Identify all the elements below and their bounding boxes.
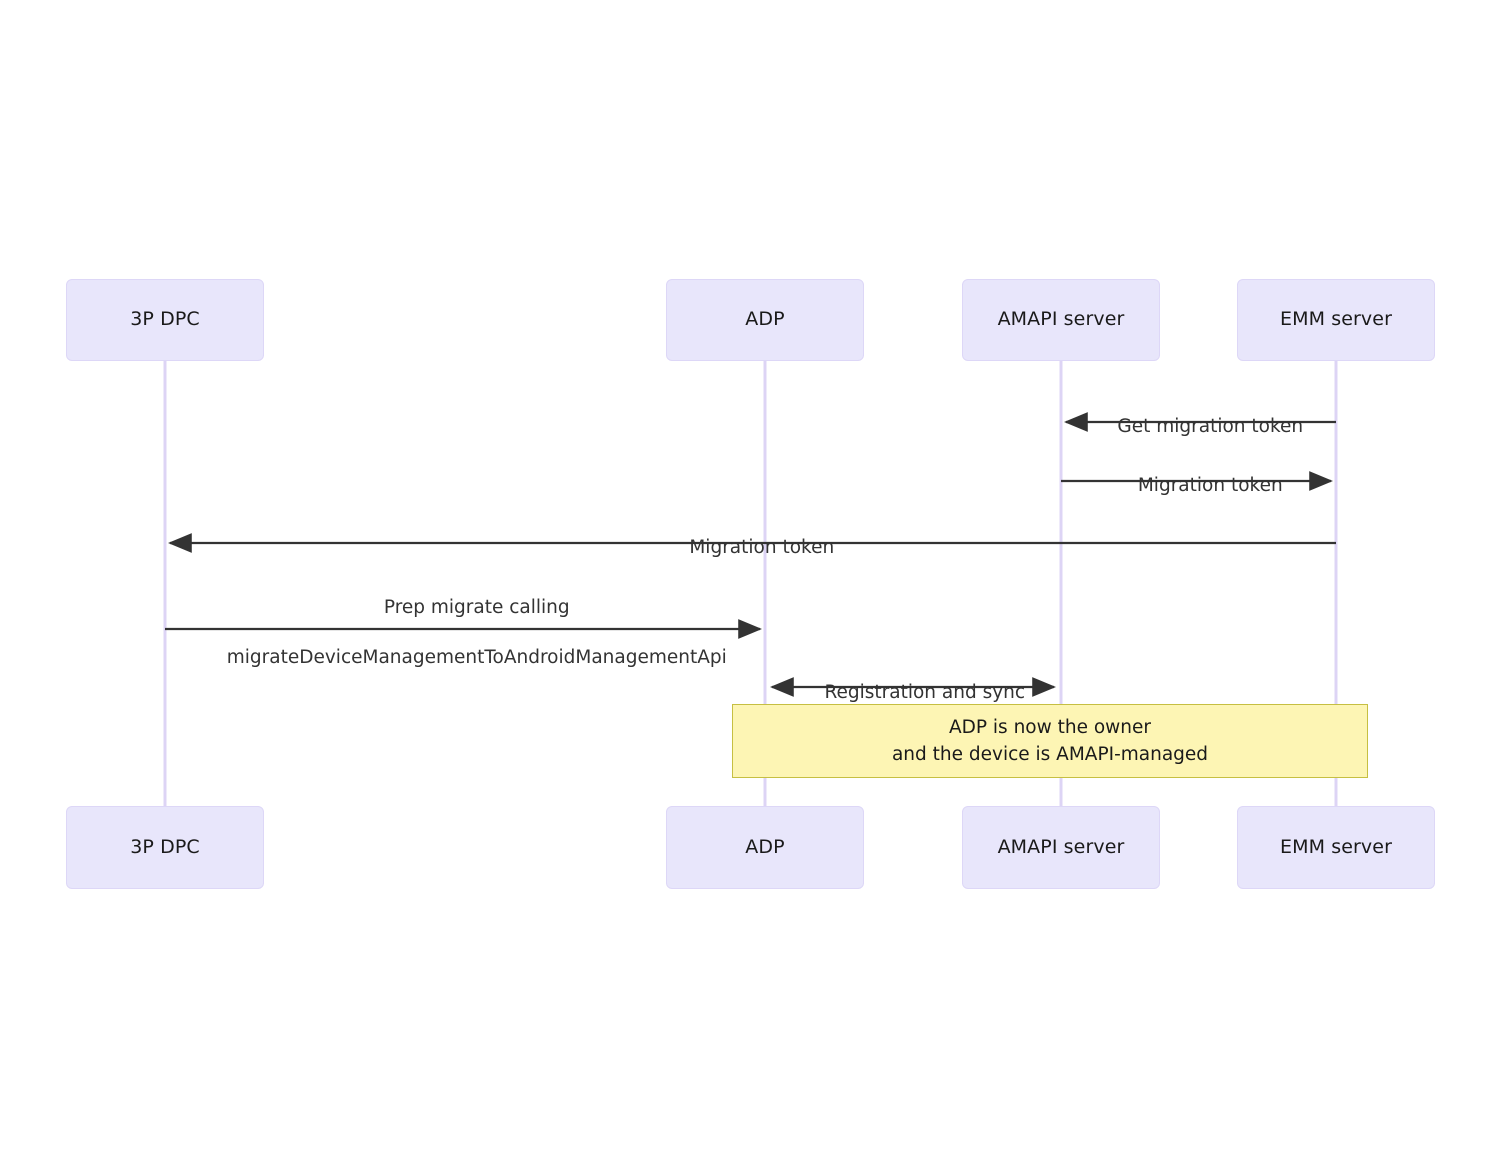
participant-box-emm-server-top[interactable]: EMM server	[1237, 279, 1435, 361]
participant-box-amapi-server-bottom[interactable]: AMAPI server	[962, 806, 1160, 889]
message-label-registration-and-sync: Registration and sync	[765, 655, 1061, 730]
participant-label-amapi-server-bottom: AMAPI server	[997, 835, 1125, 858]
participant-label-amapi-server-top: AMAPI server	[997, 308, 1125, 331]
participant-box-adp-bottom[interactable]: ADP	[666, 806, 864, 889]
message-text-migration-token-to-emm: Migration token	[1137, 475, 1283, 496]
message-label-get-migration-token: Get migration token	[1061, 389, 1336, 464]
participant-label-emm-server-bottom: EMM server	[1280, 835, 1392, 858]
participant-box-adp-top[interactable]: ADP	[666, 279, 864, 361]
participant-label-adp-bottom: ADP	[745, 835, 785, 858]
message-text-get-migration-token: Get migration token	[1117, 416, 1304, 437]
message-label-prep-migrate: Prep migrate calling migrateDeviceManage…	[165, 570, 765, 695]
message-text-prep-migrate-line1: Prep migrate calling	[383, 597, 570, 618]
message-text-prep-migrate-line2: migrateDeviceManagementToAndroidManageme…	[226, 647, 727, 668]
participant-box-emm-server-bottom[interactable]: EMM server	[1237, 806, 1435, 889]
message-text-migration-token-to-dpc: Migration token	[689, 537, 835, 558]
participant-box-3p-dpc-top[interactable]: 3P DPC	[66, 279, 264, 361]
note-text-adp-owner: ADP is now the owner and the device is A…	[891, 717, 1209, 765]
message-text-registration-and-sync: Registration and sync	[824, 682, 1026, 703]
message-arrows	[165, 412, 1336, 697]
participant-label-emm-server-top: EMM server	[1280, 308, 1392, 331]
participant-box-amapi-server-top[interactable]: AMAPI server	[962, 279, 1160, 361]
note-adp-owner: ADP is now the owner and the device is A…	[732, 704, 1368, 778]
participant-label-adp-top: ADP	[745, 308, 785, 331]
message-label-migration-token-to-dpc: Migration token	[575, 510, 925, 585]
participant-label-3p-dpc-bottom: 3P DPC	[130, 835, 200, 858]
participant-box-3p-dpc-bottom[interactable]: 3P DPC	[66, 806, 264, 889]
participant-label-3p-dpc-top: 3P DPC	[130, 308, 200, 331]
message-label-migration-token-to-emm: Migration token	[1061, 448, 1336, 523]
